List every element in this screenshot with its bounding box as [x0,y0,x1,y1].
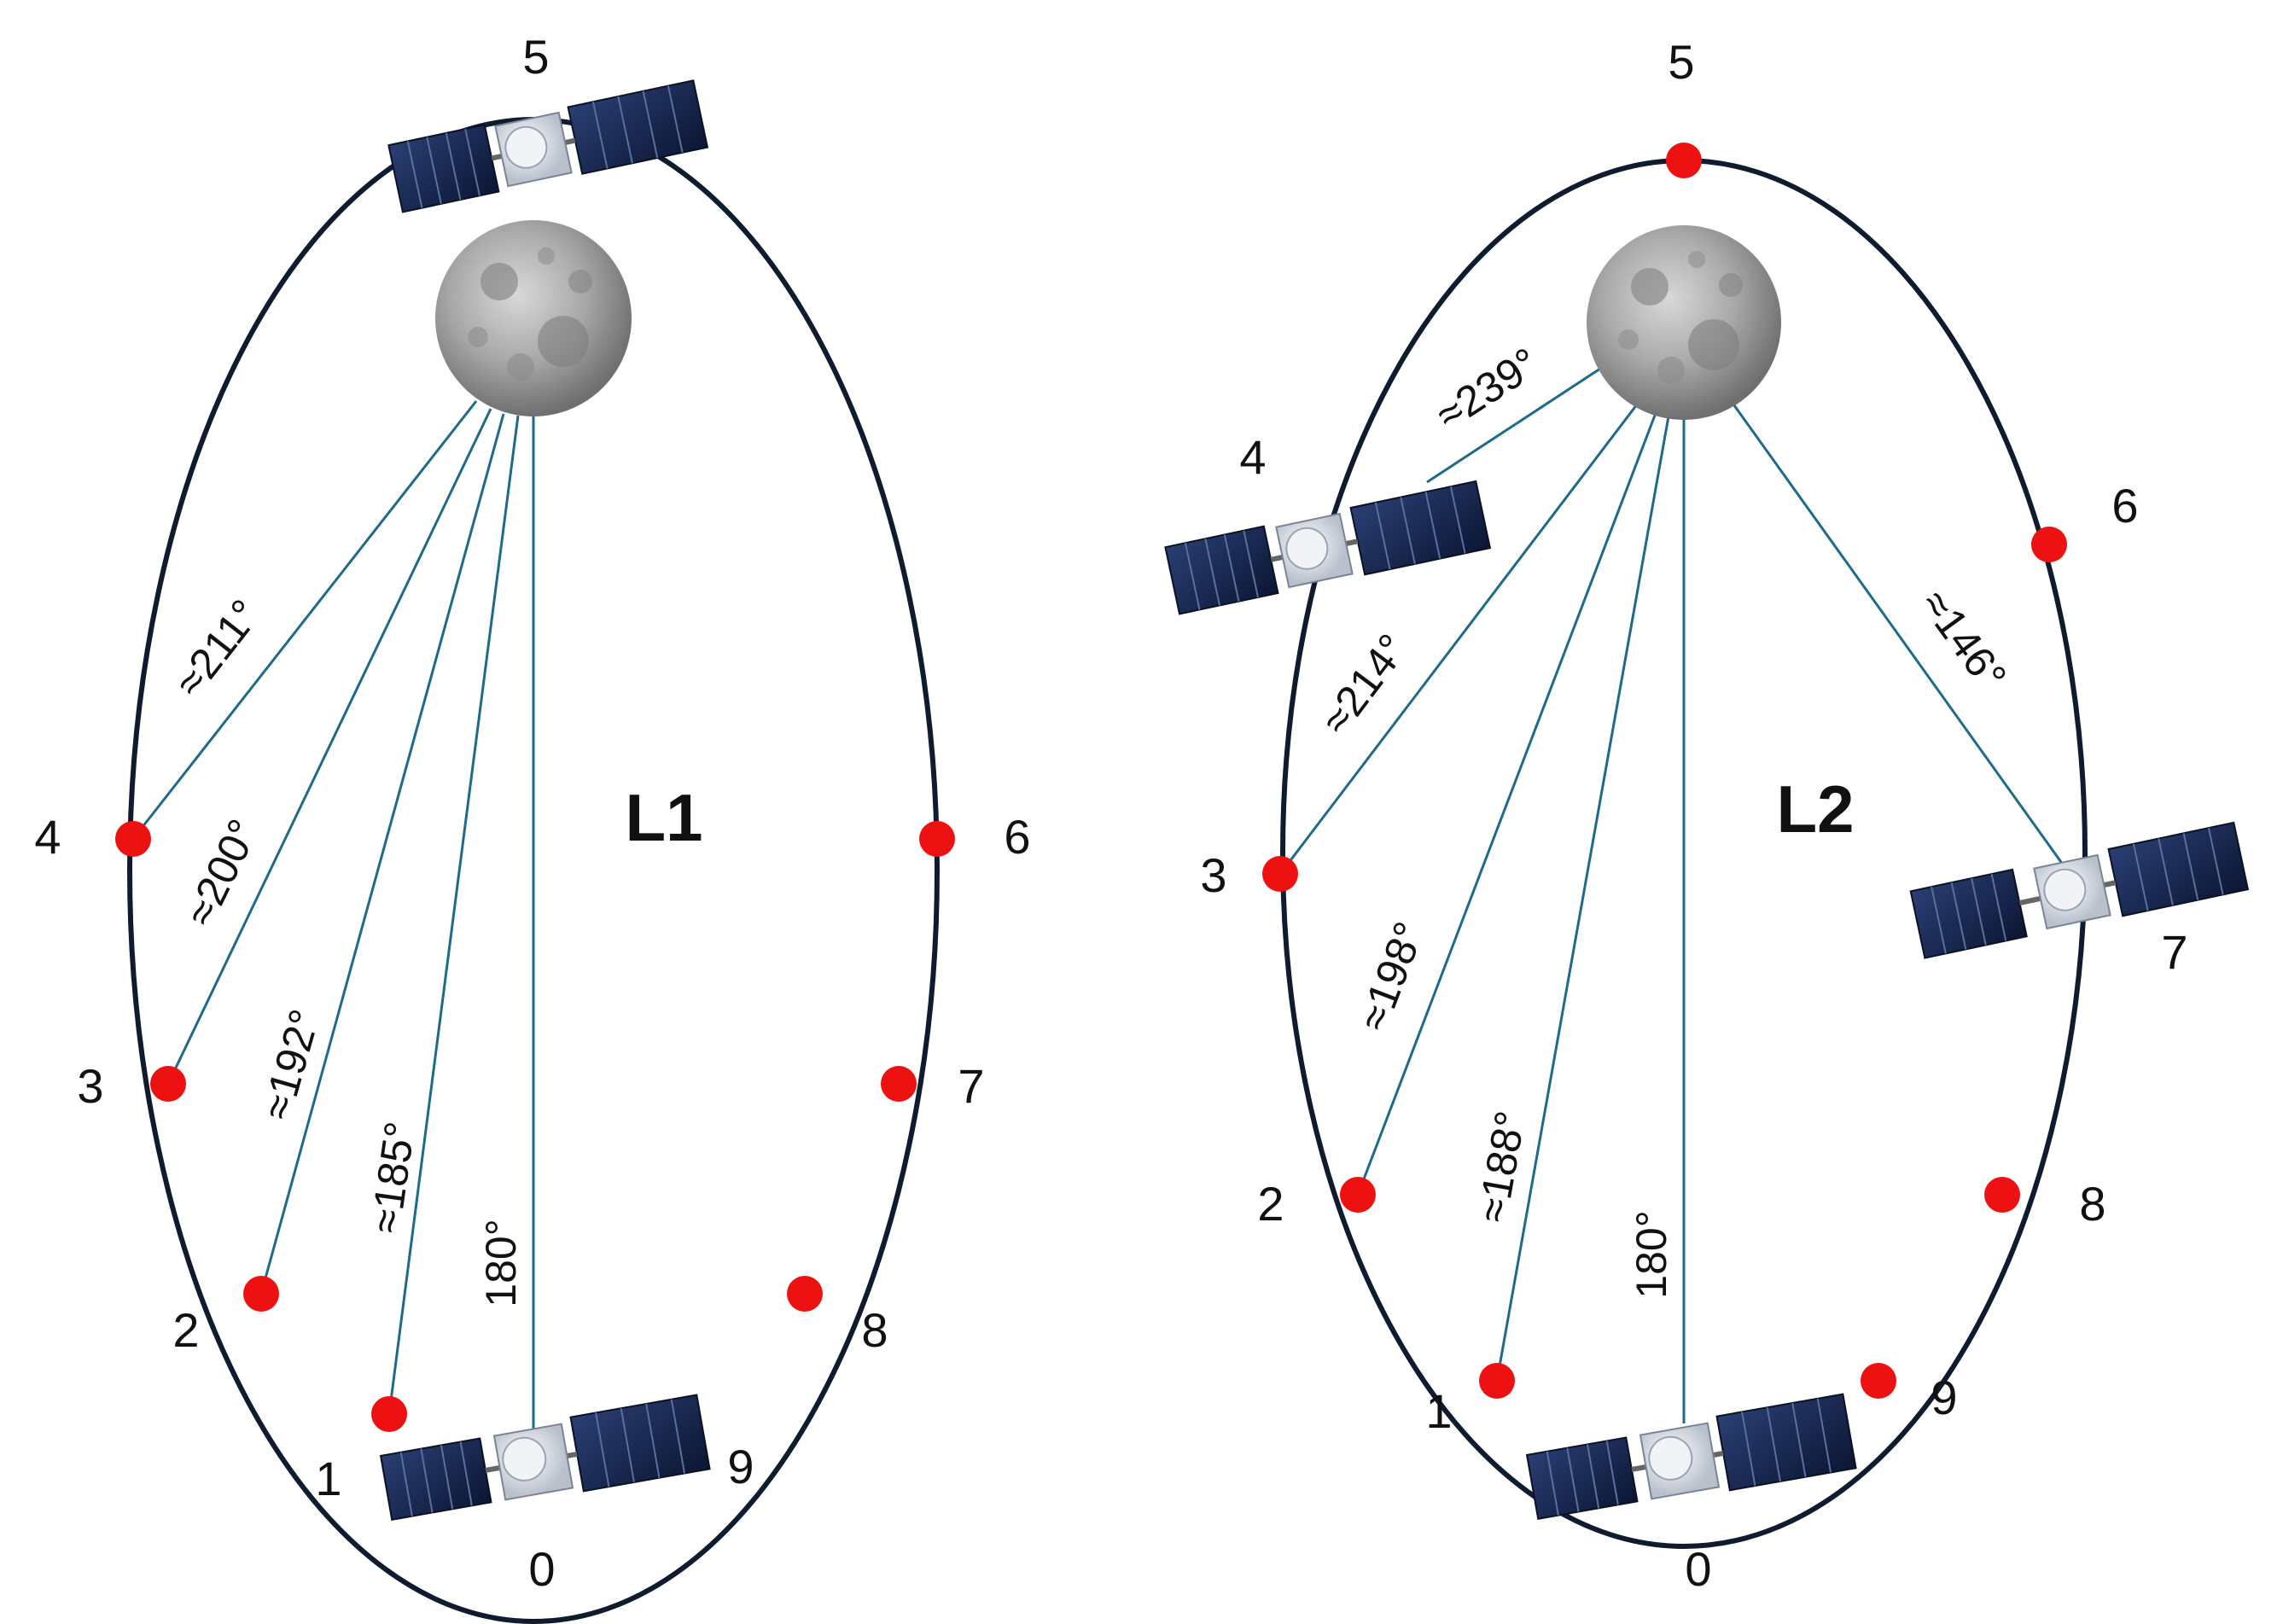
panel-l2: 0 1 2 3 4 5 6 7 8 9 L2 180° ≈188° ≈198° … [1164,35,2250,1596]
point-label-1: 1 [1425,1384,1452,1438]
point-label-8: 8 [861,1303,888,1357]
point-label-2: 2 [172,1303,199,1357]
point-label-1: 1 [315,1452,341,1505]
orbit-point-2 [1340,1177,1376,1213]
point-label-9: 9 [727,1440,754,1493]
panel-l1: 0 1 2 3 4 5 6 7 8 9 L1 180° ≈185° ≈192° … [34,30,1031,1624]
satellite-icon [1909,821,2250,959]
orbit-points [1262,143,2067,1399]
point-label-3: 3 [77,1059,103,1113]
satellite-icon [1525,1393,1857,1520]
angle-label-4: ≈239° [1428,339,1547,439]
orbit-point-8 [1984,1177,2020,1213]
satellite-icon [1164,480,1492,615]
angle-label-2: ≈192° [253,1004,329,1125]
ray-1 [1495,416,1670,1382]
orbit-point-1 [1479,1363,1515,1399]
orbit-point-5 [1666,143,1702,178]
point-label-7: 7 [2161,925,2187,979]
ray-3 [1278,404,1639,875]
ray-2 [259,413,505,1295]
point-label-4: 4 [34,810,61,864]
point-label-0: 0 [1685,1542,1711,1596]
point-label-7: 7 [958,1059,984,1113]
point-label-3: 3 [1200,848,1226,902]
orbit-label: L1 [625,780,702,855]
orbit-points [115,821,955,1432]
angle-label-5: ≈146° [1912,581,2016,700]
angle-label-2: ≈198° [1349,916,1434,1037]
satellite-icon [379,1394,711,1521]
ray-1 [387,415,520,1415]
ray-4 [131,400,478,840]
orbit-point-6 [2031,527,2067,562]
orbit-point-3 [150,1066,186,1102]
point-label-6: 6 [1004,810,1030,864]
point-label-6: 6 [2111,479,2138,533]
ray-3 [166,408,492,1085]
point-label-5: 5 [522,30,549,84]
moon-icon [435,220,632,416]
orbit-point-4 [115,821,151,857]
ray-2 [1356,412,1657,1196]
satellite-icon [387,79,709,213]
point-label-4: 4 [1239,430,1266,484]
point-label-9: 9 [1931,1371,1957,1424]
angle-label-0: 180° [1628,1210,1675,1298]
point-label-8: 8 [2079,1177,2105,1231]
point-label-5: 5 [1668,35,1694,89]
angle-rays [1278,365,2069,1423]
ray-5 [1733,405,2069,871]
point-label-2: 2 [1257,1177,1284,1231]
ray-4 [1426,365,1604,484]
orbit-point-7 [881,1066,917,1102]
orbit-point-6 [919,821,955,857]
angle-label-1: ≈188° [1468,1108,1535,1226]
orbit-point-8 [787,1276,823,1312]
orbit-point-3 [1262,856,1298,892]
orbit-point-9 [1861,1363,1896,1399]
angle-label-3: ≈214° [1312,626,1417,743]
orbit-point-2 [243,1276,279,1312]
orbit-label: L2 [1776,771,1854,847]
orbit-point-1 [371,1396,407,1432]
moon-icon [1587,225,1781,420]
angle-rays [131,400,535,1434]
point-label-0: 0 [528,1542,555,1596]
angle-label-4: ≈211° [165,591,269,706]
angle-label-3: ≈200° [176,812,268,933]
angle-label-0: 180° [477,1219,525,1307]
